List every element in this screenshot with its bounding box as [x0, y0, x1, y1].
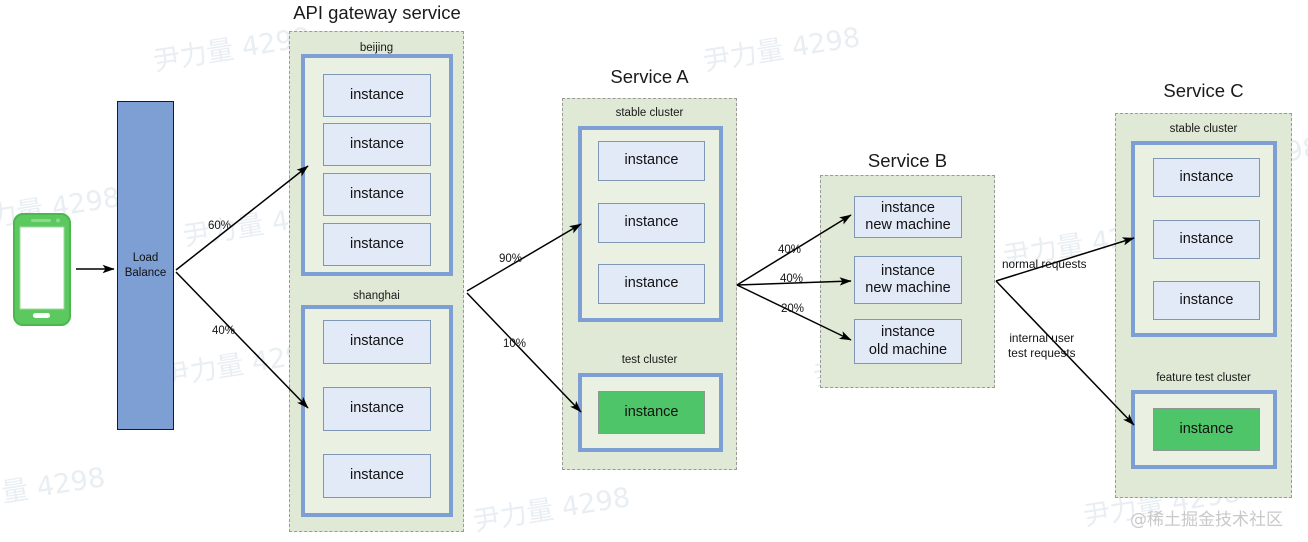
cluster-label-c-stable: stable cluster	[1169, 123, 1238, 135]
instance-sublabel: new machine	[865, 280, 951, 296]
instance-sublabel: new machine	[865, 217, 951, 233]
service-title-a: Service A	[610, 66, 689, 87]
edge-label-gw-stable-a: 90%	[499, 253, 523, 265]
cluster-label-c-feature-test: feature test cluster	[1156, 372, 1251, 384]
instance-box[interactable]: instance	[1153, 220, 1260, 259]
instance-label: instance	[1179, 291, 1234, 308]
watermark-tile: 尹力量 4298	[0, 462, 108, 518]
edge-label-internal-line1: internal user	[1009, 331, 1075, 345]
client-device	[12, 212, 72, 332]
instance-box[interactable]: instance	[323, 123, 431, 166]
instance-box[interactable]: instance	[323, 173, 431, 216]
edge-label-internal-test-requests: internal user test requests	[1008, 331, 1076, 360]
instance-label: instance	[349, 86, 404, 103]
service-title-api-gateway: API gateway service	[293, 2, 461, 23]
instance-sublabel: old machine	[868, 341, 948, 358]
instance-label: instance	[349, 400, 404, 417]
instance-label: instance	[349, 333, 404, 350]
instance-box[interactable]: instance	[598, 264, 705, 304]
cluster-label-shanghai: shanghai	[353, 290, 400, 302]
instance-box[interactable]: instance old machine	[854, 319, 962, 364]
instance-box[interactable]: instance	[323, 454, 431, 498]
instance-box[interactable]: instance new machine	[854, 256, 962, 304]
instance-box[interactable]: instance	[1153, 158, 1260, 197]
edge-label-lb-shanghai: 40%	[212, 325, 236, 337]
instance-label: instance	[624, 214, 679, 231]
load-balancer-label-line2: Balance	[124, 266, 167, 279]
instance-label: instance	[1179, 168, 1234, 185]
edge-label-gw-test-a: 10%	[503, 338, 527, 350]
cluster-label-a-test: test cluster	[621, 354, 678, 366]
instance-box[interactable]: instance	[1153, 281, 1260, 320]
instance-box-highlight[interactable]: instance	[598, 391, 705, 434]
instance-label: instance	[1179, 230, 1234, 247]
instance-box[interactable]: instance	[598, 203, 705, 243]
watermark-corner: @稀土掘金技术社区	[1130, 510, 1283, 530]
instance-box-highlight[interactable]: instance	[1153, 408, 1260, 451]
edge-label-internal-line2: test requests	[1008, 345, 1076, 360]
instance-label: instance	[624, 403, 679, 420]
load-balancer-label-line1: Load	[132, 251, 159, 264]
edge-label-normal-requests: normal requests	[1002, 257, 1087, 271]
instance-box[interactable]: instance	[323, 74, 431, 117]
smartphone-icon	[13, 213, 71, 326]
instance-box[interactable]: instance	[323, 320, 431, 364]
cluster-label-beijing: beijing	[359, 42, 394, 54]
instance-box[interactable]: instance	[323, 223, 431, 266]
edge-label-a-b-3: 20%	[781, 303, 805, 315]
instance-label: instance	[349, 467, 404, 484]
instance-label: instance	[880, 199, 935, 216]
instance-label: instance	[624, 152, 679, 169]
service-title-c: Service C	[1163, 80, 1244, 101]
load-balancer-box[interactable]: Load Balance	[117, 101, 174, 430]
edge-label-lb-beijing: 60%	[208, 220, 232, 232]
instance-label: instance	[349, 235, 404, 252]
instance-label: instance	[880, 262, 935, 279]
instance-label: instance	[349, 185, 404, 202]
watermark-tile: 尹力量 4298	[471, 482, 633, 538]
instance-label: instance	[349, 135, 404, 152]
instance-box[interactable]: instance new machine	[854, 196, 962, 238]
instance-box[interactable]: instance	[598, 141, 705, 181]
instance-label: instance	[1179, 420, 1234, 437]
edge-label-a-b-1: 40%	[778, 244, 802, 256]
instance-label: instance	[880, 324, 935, 341]
instance-label: instance	[624, 275, 679, 292]
instance-box[interactable]: instance	[323, 387, 431, 431]
service-title-b: Service B	[867, 150, 948, 171]
edge-label-a-b-2: 40%	[780, 273, 804, 285]
cluster-label-a-stable: stable cluster	[615, 107, 684, 119]
